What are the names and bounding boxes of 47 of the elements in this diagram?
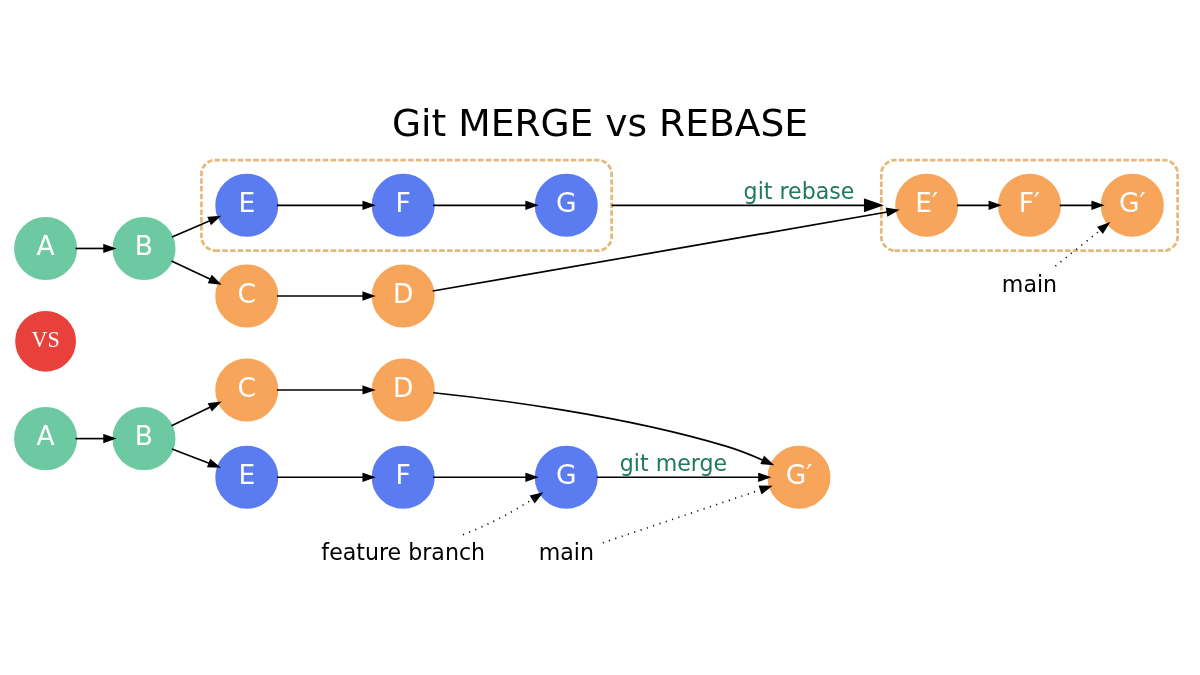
arrow [74, 243, 117, 253]
node-circle: G [534, 173, 598, 237]
arrow [171, 215, 222, 238]
arrow [432, 200, 539, 210]
cluster [879, 158, 1179, 252]
node-circle: D [371, 263, 435, 327]
arrow [276, 200, 376, 210]
node-text: feature branch [321, 538, 486, 565]
arrow [276, 290, 376, 301]
node-circle: A [14, 216, 78, 280]
node-circle: C [215, 263, 279, 327]
node-circle: E [215, 445, 279, 509]
arrow [276, 384, 376, 395]
arrow [595, 472, 772, 482]
node-circle: B [112, 406, 176, 470]
node-circle: E [215, 173, 279, 237]
node-circle: B [112, 216, 176, 280]
edge-label: git merge [619, 449, 728, 476]
node-circle: C [215, 357, 279, 421]
arrow [432, 391, 775, 465]
arrow [956, 200, 1002, 210]
arrow [171, 447, 221, 468]
node-circle: F [371, 173, 435, 237]
cluster [200, 158, 613, 252]
arrow [74, 433, 117, 443]
edge-label: git rebase [743, 177, 855, 204]
arrow [432, 472, 539, 482]
arrow [1058, 200, 1105, 210]
arrow [170, 259, 222, 285]
arrow [462, 491, 544, 536]
node-circle: G′ [767, 445, 831, 509]
arrow [276, 472, 376, 482]
node-text: main [1001, 270, 1058, 297]
diagram-title: Git MERGE vs REBASE [391, 100, 809, 145]
arrow [602, 485, 773, 544]
node-circle: A [14, 406, 78, 470]
arrow [1054, 221, 1111, 267]
node-circle: E′ [895, 173, 959, 237]
node-circle: G′ [1100, 173, 1164, 237]
node-circle: F [371, 445, 435, 509]
node-text: main [538, 538, 594, 565]
node-circle: F′ [998, 173, 1061, 237]
node-circle: G [534, 445, 598, 509]
arrow [170, 401, 222, 427]
arrow [431, 207, 900, 292]
node-circle: D [371, 357, 435, 421]
arrow [610, 197, 884, 212]
